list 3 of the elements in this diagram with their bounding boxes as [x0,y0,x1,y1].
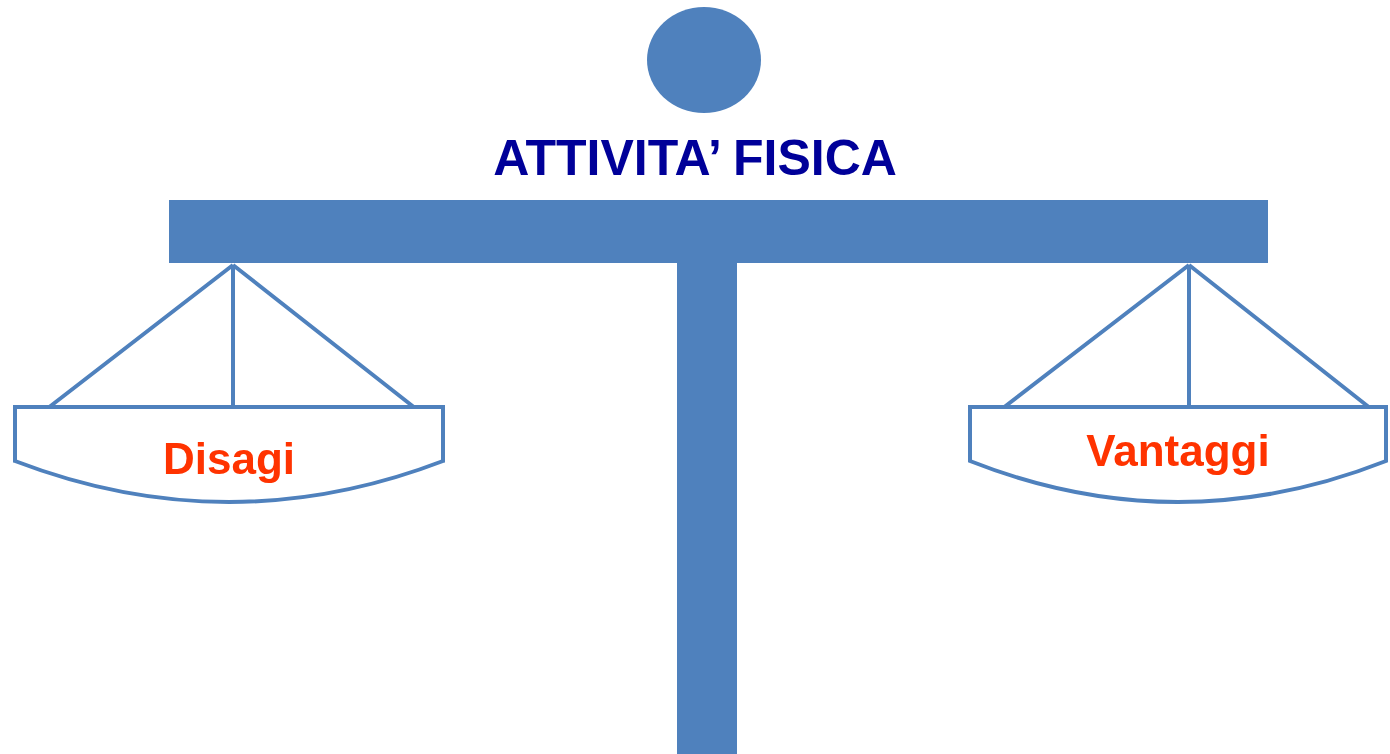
title: ATTIVITA’ FISICA [493,129,897,188]
pan-label: Disagi [161,433,296,485]
pan-label: Vantaggi [1085,425,1271,477]
